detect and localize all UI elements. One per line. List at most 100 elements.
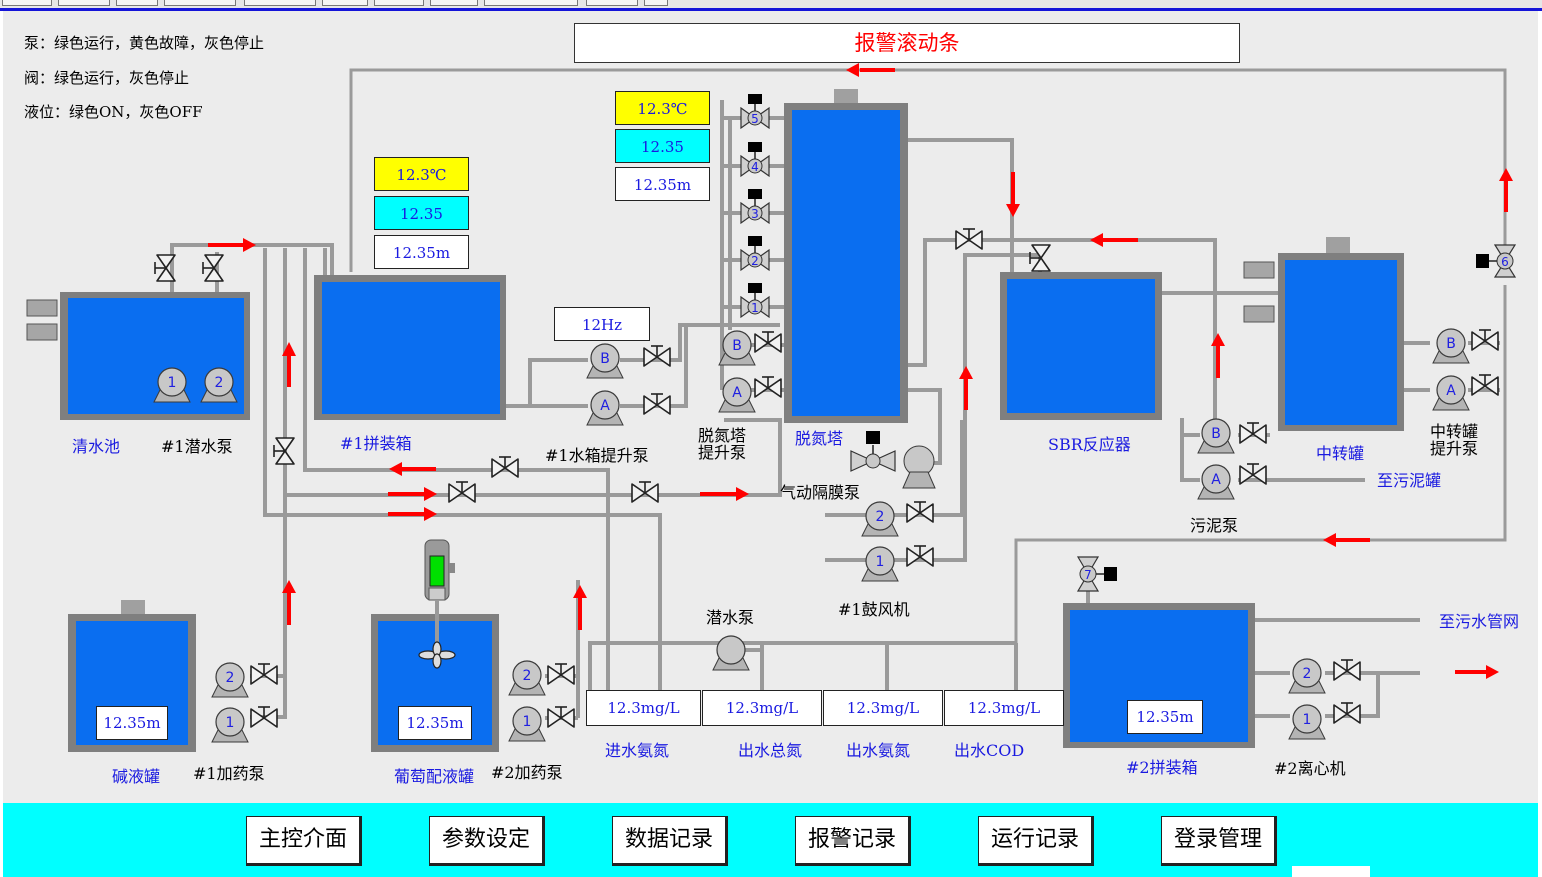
flow-arrow (700, 487, 749, 501)
pump-mark: 2 (1303, 666, 1312, 682)
pump-mark: 2 (876, 509, 885, 525)
status-gap (1292, 866, 1370, 877)
valve-mark: 1 (751, 301, 759, 315)
top-menu-stub[interactable] (322, 0, 368, 6)
to-sludge-label: 至污泥罐 (1377, 471, 1442, 490)
flow-arrow (1090, 233, 1138, 247)
nav-alarm-records[interactable]: 报警记录 (795, 816, 911, 866)
valve-mark: 3 (751, 207, 759, 221)
submersible-pump1-label: #1潜水泵 (161, 437, 233, 456)
tank1-lift-pump-label: #1水箱提升泵 (545, 446, 649, 465)
tank1-level: 12.35m (374, 235, 469, 269)
pump-mark: A (1446, 383, 1456, 399)
tank2-level: 12.35m (1127, 700, 1203, 734)
nav-data-records[interactable]: 数据记录 (612, 816, 728, 866)
transfer-tank (1243, 237, 1404, 431)
tank1-temperature: 12.3℃ (374, 157, 469, 191)
top-menu-stub[interactable] (164, 0, 236, 6)
flow-arrow (846, 63, 895, 77)
flow-arrow (573, 585, 587, 630)
analyzer-influent-ammonia: 12.3mg/L (586, 690, 701, 726)
legend-pump: 泵：绿色运行，黄色故障，灰色停止 (24, 34, 265, 52)
pump-mark: 1 (226, 715, 235, 731)
agitator-motor (418, 539, 456, 669)
submersible-pump-label: 潜水泵 (706, 608, 755, 627)
glucose-tank-label: 葡萄配液罐 (394, 767, 475, 786)
top-menu-stub[interactable] (2, 0, 52, 6)
tower-label: 脱氮塔 (795, 429, 844, 448)
valve-mark: 7 (1084, 568, 1092, 582)
alarm-banner[interactable]: 报警滚动条 (574, 23, 1240, 63)
alkali-level: 12.35m (96, 706, 168, 740)
pump-frequency[interactable]: 12Hz (554, 307, 650, 341)
analyzer-label: 进水氨氮 (605, 741, 670, 760)
pump-mark: 2 (215, 375, 224, 391)
pump-mark: 1 (876, 554, 885, 570)
flow-arrow (1499, 168, 1513, 212)
legend-level: 液位：绿色ON，灰色OFF (24, 103, 203, 121)
sbr-label: SBR反应器 (1048, 435, 1131, 454)
sludge-pump-label: 污泥泵 (1190, 516, 1239, 535)
legend-valve: 阀：绿色运行，灰色停止 (24, 69, 190, 87)
pump-mark: 2 (523, 668, 532, 684)
flow-arrow (282, 342, 296, 387)
valve-mark: 6 (1501, 255, 1509, 269)
sbr-reactor (1000, 272, 1162, 420)
denitrification-tower (784, 89, 908, 423)
flow-arrow (389, 462, 436, 476)
top-menu-stub[interactable] (586, 0, 638, 6)
transfer-lift-pump-line1: 中转罐 (1429, 422, 1478, 441)
analyzer-label: 出水氨氮 (846, 741, 911, 760)
flow-arrow (208, 238, 256, 252)
valves[interactable] (154, 93, 1517, 728)
analyzer-label: 出水总氮 (738, 741, 803, 760)
pumps[interactable] (153, 328, 1470, 743)
pump-mark: 1 (1303, 712, 1312, 728)
pump-marks: 1 2 B A B A 2 1 B A B A 2 1 2 1 2 1 5 4 … (168, 112, 1509, 731)
analyzer-effluent-tn: 12.3mg/L (702, 690, 822, 726)
tower-value: 12.35 (615, 129, 710, 163)
dosing-pump1-label: #1加药泵 (193, 764, 265, 783)
pump-mark: 1 (523, 714, 532, 730)
tower-temperature: 12.3℃ (615, 91, 710, 125)
pump-mark: B (600, 351, 610, 367)
tank2-label: #2拼装箱 (1126, 758, 1198, 777)
clear-pool-label: 清水池 (72, 437, 121, 456)
nav-parameters[interactable]: 参数设定 (429, 816, 545, 866)
top-menu-stub[interactable] (374, 0, 424, 6)
flow-arrow (388, 507, 437, 521)
flow-arrow (1323, 533, 1370, 547)
pump-mark: 1 (168, 375, 177, 391)
nav-run-records[interactable]: 运行记录 (978, 816, 1094, 866)
analyzer-effluent-ammonia: 12.3mg/L (823, 690, 943, 726)
tank1-value: 12.35 (374, 196, 469, 230)
analyzer-label: 出水COD (954, 741, 1025, 760)
top-menu-stub[interactable] (58, 0, 110, 6)
flow-arrows (208, 63, 1513, 679)
nav-main-control[interactable]: 主控介面 (246, 816, 362, 866)
nav-login-management[interactable]: 登录管理 (1161, 816, 1277, 866)
tower-lift-pump-label: 脱氮塔 提升泵 (694, 427, 750, 461)
top-menu-stub[interactable] (116, 0, 158, 6)
top-menu-stub[interactable] (484, 0, 578, 6)
flow-arrow (1006, 172, 1020, 217)
centrifuge-label: #2离心机 (1274, 759, 1346, 778)
analyzer-effluent-cod: 12.3mg/L (944, 690, 1064, 726)
flow-arrow (1455, 665, 1499, 679)
tank1-label: #1拼装箱 (340, 434, 412, 453)
pump-mark: B (1446, 336, 1456, 352)
top-menu-stub[interactable] (430, 0, 478, 6)
flow-arrow (959, 366, 973, 410)
transfer-lift-pump-line2: 提升泵 (1429, 439, 1478, 458)
valve-mark: 4 (751, 160, 759, 174)
tower-lift-pump-line2: 提升泵 (697, 443, 746, 462)
top-menu-stub[interactable] (244, 0, 316, 6)
glucose-level: 12.35m (398, 706, 472, 740)
pump-mark: A (732, 385, 742, 401)
alkali-tank (68, 600, 196, 752)
transfer-tank-label: 中转罐 (1316, 444, 1365, 463)
valve-mark: 5 (751, 112, 759, 126)
top-menu-stub[interactable] (644, 0, 668, 6)
blower-label: #1鼓风机 (838, 600, 910, 619)
title-divider (0, 8, 1542, 11)
